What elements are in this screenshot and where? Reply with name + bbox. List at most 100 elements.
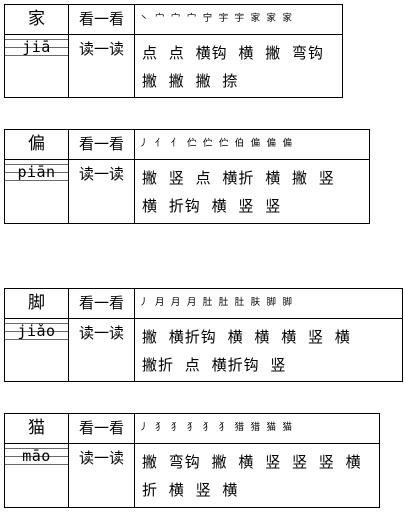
progression-step: 月: [154, 297, 165, 308]
stroke-name: 点: [142, 44, 159, 62]
progression-step: 月: [186, 297, 197, 308]
pinyin-guide-lines: māo: [5, 445, 68, 471]
character-cell: 猫: [5, 414, 69, 443]
stroke-name: 横: [334, 328, 351, 346]
look-row: 家 看一看 丶 宀 宀 宀 宁 宇 宇 家 家 家: [5, 5, 342, 35]
pinyin: jiā: [22, 38, 51, 56]
stroke-name: 竖: [270, 356, 287, 374]
stroke-name: 竖: [238, 197, 255, 215]
guide-line: [5, 172, 68, 173]
look-label: 看一看: [78, 419, 124, 437]
guide-line: [5, 39, 68, 40]
guide-line: [5, 464, 68, 465]
stroke-name: 竖: [168, 169, 185, 187]
progression-step: 猫: [282, 422, 293, 433]
progression-step: 猎: [234, 422, 245, 433]
stroke-name: 横: [238, 44, 255, 62]
stroke-name: 折钩: [168, 197, 201, 215]
progression-step: 宇: [234, 13, 245, 24]
stroke-names-cell: 撇 横折钩 横 横 横 竖 横 撇折 点 横折钩 竖: [135, 319, 402, 381]
pinyin-cell: māo: [5, 444, 69, 507]
pinyin: jiǎo: [17, 322, 56, 340]
stroke-name: 弯钩: [291, 44, 324, 62]
progression-step: 犭: [202, 422, 213, 433]
stroke-name: 点: [168, 44, 185, 62]
progression-step: 家: [266, 13, 277, 24]
guide-line: [5, 47, 68, 48]
read-label: 读一读: [78, 40, 124, 58]
pinyin-cell: piān: [5, 160, 69, 223]
stroke-name: 撇: [142, 328, 159, 346]
stroke-progression: 丶 宀 宀 宀 宁 宇 宇 家 家 家: [139, 12, 340, 26]
progression-step: 宀: [186, 13, 197, 24]
stroke-name: 横折: [222, 169, 255, 187]
progression-step: 犭: [170, 422, 181, 433]
progression-step: 宁: [202, 13, 213, 24]
stroke-name: 撇: [168, 72, 185, 90]
progression-step: 家: [282, 13, 293, 24]
read-row: māo 读一读 撇 弯钩 撇 横 竖 竖 竖 横 折 横 竖 横: [5, 444, 379, 507]
progression-step: 家: [250, 13, 261, 24]
stroke-name: 撇: [211, 453, 228, 471]
look-label-cell: 看一看: [69, 414, 135, 443]
character: 家: [28, 9, 45, 29]
stroke-name: 撇: [142, 453, 159, 471]
progression-step: 偏: [282, 138, 293, 149]
stroke-progression-cell: 丿 犭 犭 犭 犭 犭 猎 猎 猫 猫: [135, 414, 379, 443]
guide-line: [5, 456, 68, 457]
stroke-names-cell: 撇 弯钩 撇 横 竖 竖 竖 横 折 横 竖 横: [135, 444, 379, 507]
progression-step: 脚: [282, 297, 293, 308]
stroke-name: 捺: [222, 72, 239, 90]
progression-step: 猎: [250, 422, 261, 433]
progression-step: 肚: [202, 297, 213, 308]
guide-line: [5, 339, 68, 340]
read-row: jiā 读一读 点 点 横钩 横 撇 弯钩 撇 撇 撇 捺: [5, 35, 342, 97]
progression-step: 丶: [139, 13, 149, 24]
stroke-name: 点: [184, 356, 201, 374]
look-label-cell: 看一看: [69, 5, 135, 34]
character-cell: 脚: [5, 289, 69, 318]
guide-line: [5, 55, 68, 56]
character-card-pian: 偏 看一看 丿 亻 亻 伫 伫 伫 伯 偏 偏 偏: [4, 129, 370, 224]
stroke-name: 横折钩: [168, 328, 217, 346]
pinyin-cell: jiā: [5, 35, 69, 97]
pinyin-cell: jiǎo: [5, 319, 69, 381]
progression-step: 月: [170, 297, 181, 308]
stroke-name: 竖: [265, 453, 282, 471]
read-label: 读一读: [78, 449, 124, 467]
stroke-progression: 丿 亻 亻 伫 伫 伫 伯 偏 偏 偏: [139, 137, 367, 151]
stroke-progression-cell: 丿 亻 亻 伫 伫 伫 伯 偏 偏 偏: [135, 130, 369, 159]
read-row: piān 读一读 撇 竖 点 横折 横 撇 竖 横 折钩 横 竖 竖: [5, 160, 369, 223]
stroke-name: 竖: [318, 453, 335, 471]
progression-step: 伯: [234, 138, 245, 149]
pinyin-guide-lines: jiǎo: [5, 320, 68, 346]
stroke-name: 横钩: [195, 44, 228, 62]
progression-step: 宀: [170, 13, 181, 24]
progression-step: 犭: [186, 422, 197, 433]
stroke-name: 撇: [142, 169, 159, 187]
stroke-name: 横: [281, 328, 298, 346]
progression-step: 猫: [266, 422, 277, 433]
pinyin-guide-lines: jiā: [5, 36, 68, 62]
look-row: 偏 看一看 丿 亻 亻 伫 伫 伫 伯 偏 偏 偏: [5, 130, 369, 160]
stroke-name: 竖: [265, 197, 282, 215]
look-label-cell: 看一看: [69, 130, 135, 159]
look-label: 看一看: [78, 10, 124, 28]
progression-step: 肤: [250, 297, 261, 308]
progression-step: 丿: [139, 297, 149, 308]
read-label-cell: 读一读: [69, 35, 135, 97]
stroke-name: 竖: [195, 481, 212, 499]
progression-step: 犭: [154, 422, 165, 433]
stroke-name: 横: [265, 169, 282, 187]
stroke-names: 撇 弯钩 撇 横 竖 竖 竖 横 折 横 竖 横: [142, 448, 373, 504]
stroke-name: 横: [142, 197, 159, 215]
stroke-name: 撇: [265, 44, 282, 62]
read-label: 读一读: [78, 324, 124, 342]
stroke-names-cell: 点 点 横钩 横 撇 弯钩 撇 撇 撇 捺: [135, 35, 342, 97]
character: 猫: [28, 418, 45, 438]
character-card-mao: 猫 看一看 丿 犭 犭 犭 犭 犭 猎 猎 猫 猫: [4, 413, 380, 508]
stroke-name: 横: [238, 453, 255, 471]
progression-step: 丿: [139, 138, 149, 149]
stroke-name: 撇: [142, 72, 159, 90]
look-label: 看一看: [78, 135, 124, 153]
